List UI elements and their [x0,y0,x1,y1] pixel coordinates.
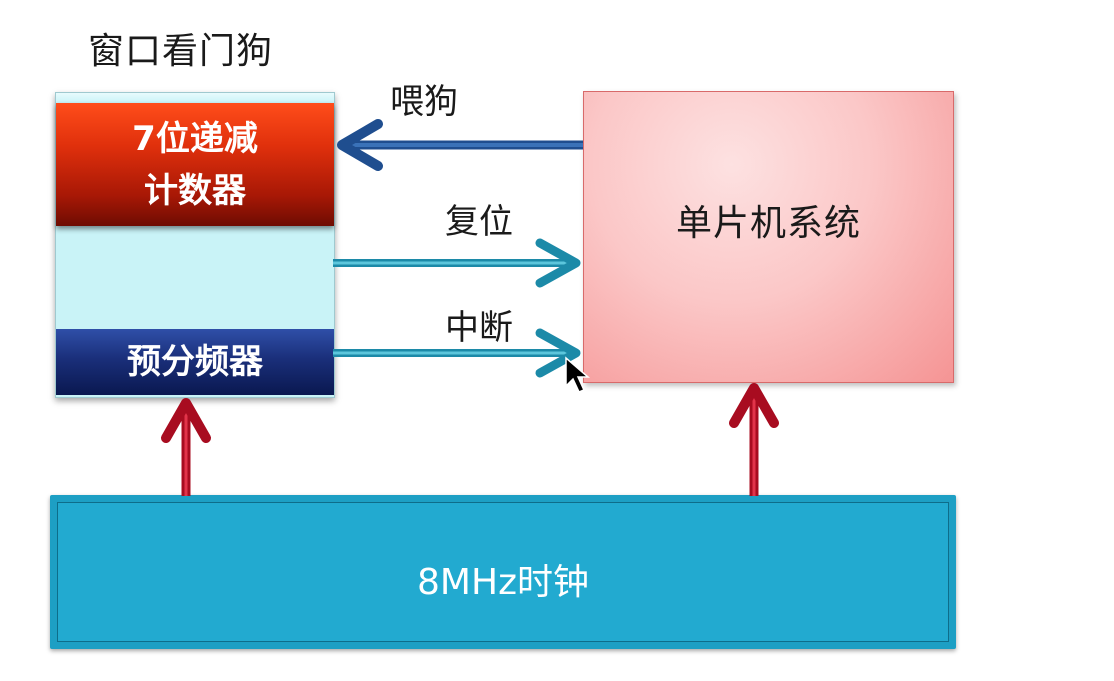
clock-to-mcu-arrow [729,383,779,496]
mcu-system-label: 单片机系统 [675,203,861,244]
prescaler-box: 预分频器 [56,329,334,395]
watchdog-block: 7位递减 计数器 预分频器 [55,92,335,398]
clock-inner-frame: 8MHz时钟 [57,502,949,642]
watchdog-top-band [56,93,334,103]
counter-label-line1: 7位递减 [132,119,258,159]
clock-label: 8MHz时钟 [417,562,589,603]
interrupt-label: 中断 [445,308,513,348]
feed-dog-arrow [337,119,583,171]
mcu-system-box: 单片机系统 [583,91,954,383]
clock-to-prescaler-arrow [161,398,211,496]
mouse-cursor-icon [565,356,591,393]
down-counter-box: 7位递减 计数器 [56,103,334,226]
reset-arrow [333,238,581,288]
diagram-title: 窗口看门狗 [88,31,274,72]
counter-label-line2: 计数器 [144,171,246,211]
clock-source-box: 8MHz时钟 [50,495,956,649]
reset-label: 复位 [445,202,513,242]
interrupt-arrow [333,328,581,378]
feed-dog-label: 喂狗 [390,82,458,122]
